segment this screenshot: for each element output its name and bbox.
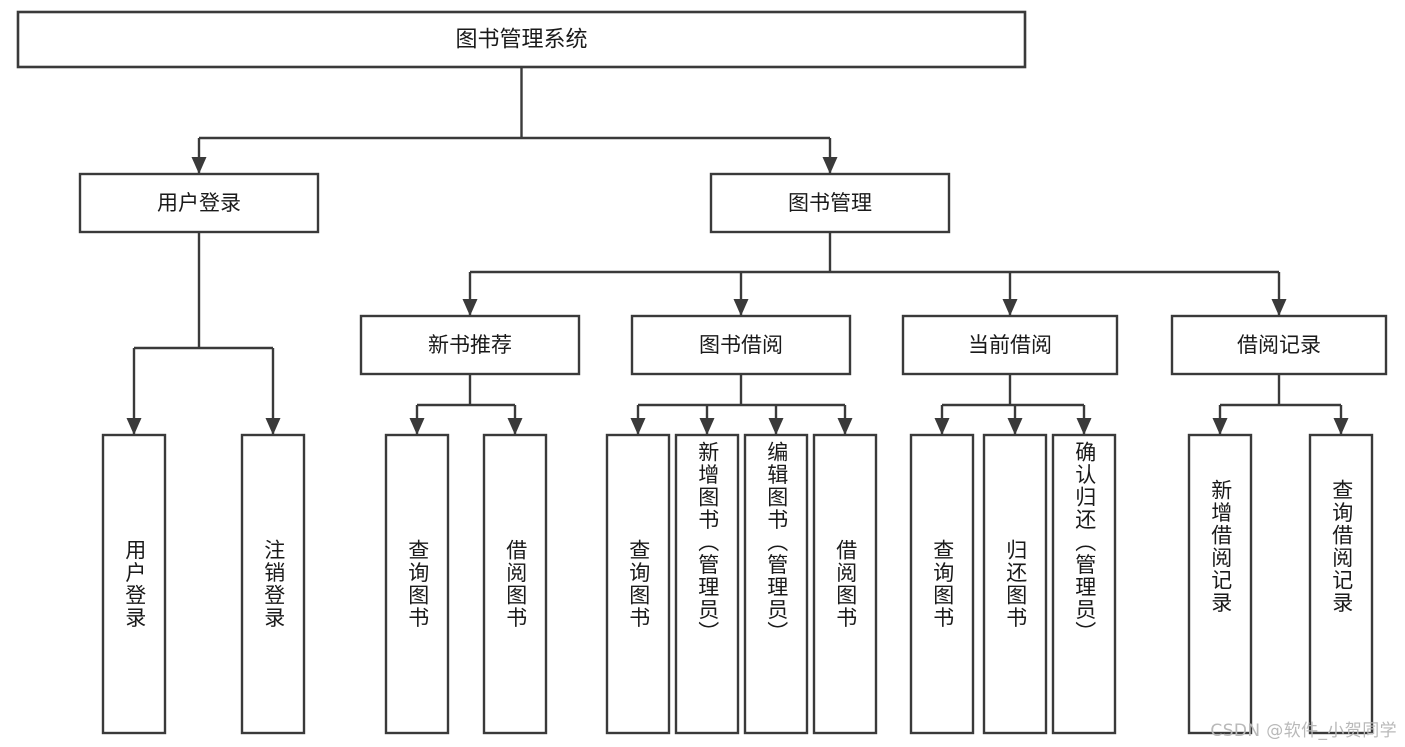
node-box-user-login[interactable] (78, 172, 320, 234)
node-label-user-login: 用户登录 (157, 191, 241, 215)
node-box-leaf-return-book[interactable] (982, 433, 1048, 735)
arrow-head-icon-leaf-query-book-current (934, 418, 950, 435)
node-box-new-book-recommend[interactable] (359, 314, 581, 376)
arrow-head-icon-leaf-borrow-book-recommend (507, 418, 523, 435)
node-box-borrow-record[interactable] (1170, 314, 1388, 376)
arrow-head-icon-leaf-add-book (699, 418, 715, 435)
arrow-head-icon-leaf-query-borrow-record (1333, 418, 1349, 435)
arrow-head-icon-user-login (191, 157, 207, 174)
node-box-root[interactable] (16, 10, 1027, 69)
node-box-leaf-borrow-book-recommend[interactable] (482, 433, 548, 735)
node-box-book-manage[interactable] (709, 172, 951, 234)
node-box-leaf-user-login[interactable] (101, 433, 167, 735)
node-label-borrow-record: 借阅记录 (1237, 333, 1321, 357)
arrow-head-icon-leaf-query-book-recommend (409, 418, 425, 435)
arrow-head-icon-leaf-user-login (126, 418, 142, 435)
arrow-head-icon-leaf-confirm-return (1076, 418, 1092, 435)
node-box-current-borrow[interactable] (901, 314, 1119, 376)
node-box-leaf-add-book[interactable] (674, 433, 740, 735)
node-box-leaf-borrow-book[interactable] (812, 433, 878, 735)
node-box-leaf-query-book-recommend[interactable] (384, 433, 450, 735)
arrow-head-icon-leaf-add-borrow-record (1212, 418, 1228, 435)
node-label-current-borrow: 当前借阅 (968, 333, 1052, 357)
node-label-root: 图书管理系统 (455, 28, 587, 53)
node-box-leaf-add-borrow-record[interactable] (1187, 433, 1253, 735)
node-box-book-borrow[interactable] (630, 314, 852, 376)
node-box-leaf-confirm-return[interactable] (1051, 433, 1117, 735)
node-box-leaf-query-book-borrow[interactable] (605, 433, 671, 735)
arrow-head-icon-borrow-record (1271, 299, 1287, 316)
node-box-leaf-query-borrow-record[interactable] (1308, 433, 1374, 735)
node-box-leaf-edit-book[interactable] (743, 433, 809, 735)
node-label-book-borrow: 图书借阅 (699, 333, 783, 357)
arrow-head-icon-book-manage (822, 157, 838, 174)
node-box-leaf-query-book-current[interactable] (909, 433, 975, 735)
watermark-text: CSDN @软件_小贺同学 (1210, 721, 1397, 741)
arrow-head-icon-leaf-return-book (1007, 418, 1023, 435)
node-label-book-manage: 图书管理 (788, 191, 872, 215)
arrow-head-icon-book-borrow (733, 299, 749, 316)
arrow-head-icon-new-book-recommend (462, 299, 478, 316)
node-label-new-book-recommend: 新书推荐 (428, 333, 512, 357)
arrow-head-icon-leaf-edit-book (768, 418, 784, 435)
arrow-head-icon-leaf-query-book-borrow (630, 418, 646, 435)
arrow-head-icon-leaf-borrow-book (837, 418, 853, 435)
arrow-head-icon-leaf-logout (265, 418, 281, 435)
node-box-leaf-logout[interactable] (240, 433, 306, 735)
arrow-head-icon-current-borrow (1002, 299, 1018, 316)
